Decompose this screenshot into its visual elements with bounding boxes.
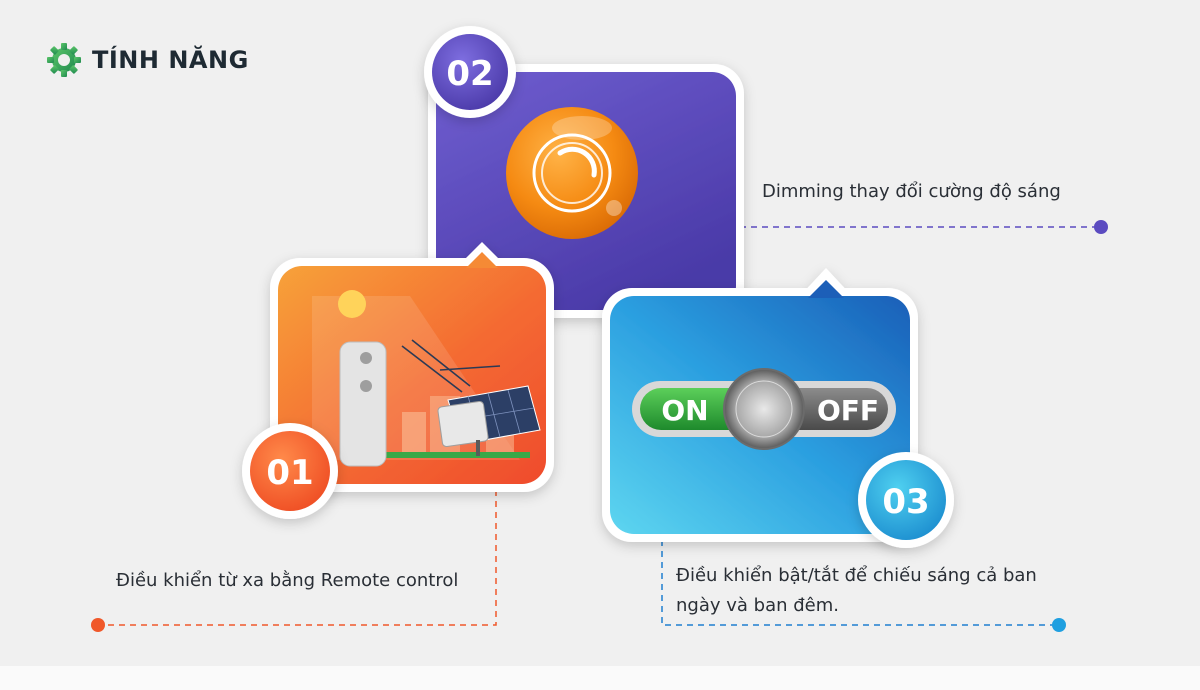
badge-01-number: 01 bbox=[266, 453, 313, 493]
badge-01 bbox=[242, 423, 338, 519]
feature-caption-02: Dimming thay đổi cường độ sáng bbox=[762, 181, 1061, 202]
gear-icon bbox=[47, 43, 81, 77]
section-title: TÍNH NĂNG bbox=[92, 46, 249, 74]
bottom-strip bbox=[0, 666, 1200, 690]
switch-off-label: OFF bbox=[817, 394, 879, 427]
connector-dot-03 bbox=[1052, 618, 1066, 632]
badge-03 bbox=[858, 452, 954, 548]
connector-dot-02 bbox=[1094, 220, 1108, 234]
badge-02 bbox=[424, 26, 516, 118]
feature-caption-01: Điều khiển từ xa bằng Remote control bbox=[116, 570, 459, 591]
connector-01 bbox=[100, 490, 497, 626]
switch-on-label: ON bbox=[661, 394, 708, 427]
connector-dot-01 bbox=[91, 618, 105, 632]
badge-02-number: 02 bbox=[446, 54, 493, 94]
feature-caption-03: Điều khiển bật/tắt để chiếu sáng cả ban … bbox=[676, 565, 1037, 616]
badge-03-number: 03 bbox=[882, 482, 929, 522]
on-off-switch-icon bbox=[632, 368, 896, 450]
remote-solar-light-illustration bbox=[312, 290, 541, 467]
dimmer-knob-icon bbox=[506, 107, 638, 239]
section-header: TÍNH NĂNG bbox=[46, 42, 249, 78]
